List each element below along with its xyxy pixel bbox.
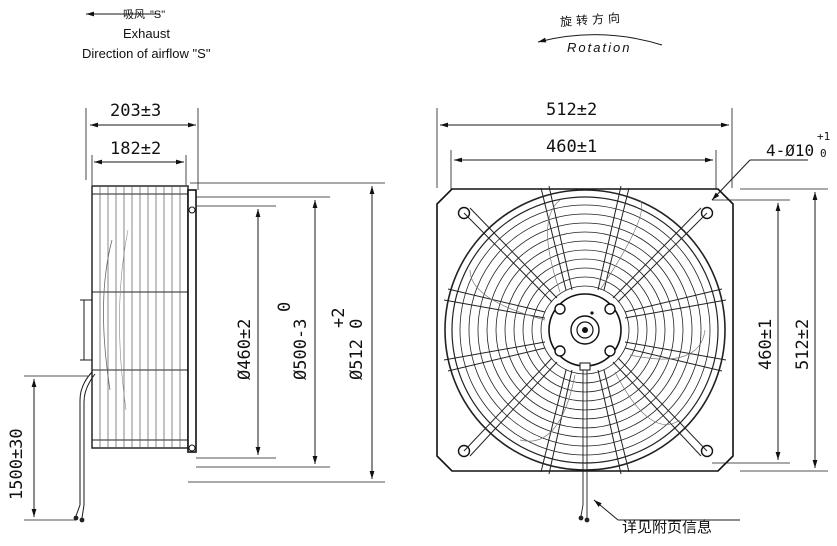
hub-bolt [604, 303, 616, 315]
hub-bolt [554, 303, 566, 315]
fan-blades [469, 199, 706, 442]
holes-tol-upper: +1 [817, 130, 830, 143]
side-view: 203±3 182±2 [7, 101, 385, 523]
dia-plate-label: Ø512 0 [347, 319, 367, 380]
dia-plate-tol-top: +2 [329, 308, 349, 328]
airflow-code: "S" [150, 9, 165, 21]
holes-label: 4-Ø10 [766, 141, 814, 160]
airflow-legend: 吸风 "S" Exhaust Direction of airflow "S" [82, 8, 211, 61]
depth-overall-label: 203±3 [110, 101, 161, 121]
depth-guard-label: 182±2 [110, 139, 161, 159]
front-cable [582, 370, 588, 505]
airflow-direction: Direction of airflow "S" [82, 46, 211, 61]
holes-tol-lower: 0 [820, 147, 827, 160]
hole-spacing-label: 460±1 [546, 137, 597, 157]
note-label: 详见附页信息 [622, 519, 712, 536]
front-view: 512±2 460±1 [436, 100, 830, 536]
hub-bolt [604, 345, 616, 357]
dia-ring-label: Ø500-3 [291, 319, 311, 380]
rotation-legend: 旋转方向 Rotation [537, 10, 663, 55]
hole-spacing-v-label: 460±1 [756, 319, 776, 370]
rotation-word: Rotation [567, 40, 631, 55]
holes-leader [711, 159, 751, 201]
guard-rings [444, 189, 726, 471]
airflow-cn-label: 吸风 [123, 8, 145, 21]
mounting-plate-side [187, 189, 197, 453]
dia-guard-label: Ø460±2 [235, 319, 255, 380]
airflow-word: Exhaust [123, 26, 170, 41]
cable-length-label: 1500±30 [7, 428, 27, 500]
plate-height-label: 512±2 [793, 319, 813, 370]
hub-bolt [554, 345, 566, 357]
dia-ring-tol-top: 0 [275, 302, 295, 312]
plate-width-label: 512±2 [546, 100, 597, 120]
rotation-cn-label: 旋转方向 [560, 10, 625, 29]
rotation-arrow [537, 34, 663, 46]
